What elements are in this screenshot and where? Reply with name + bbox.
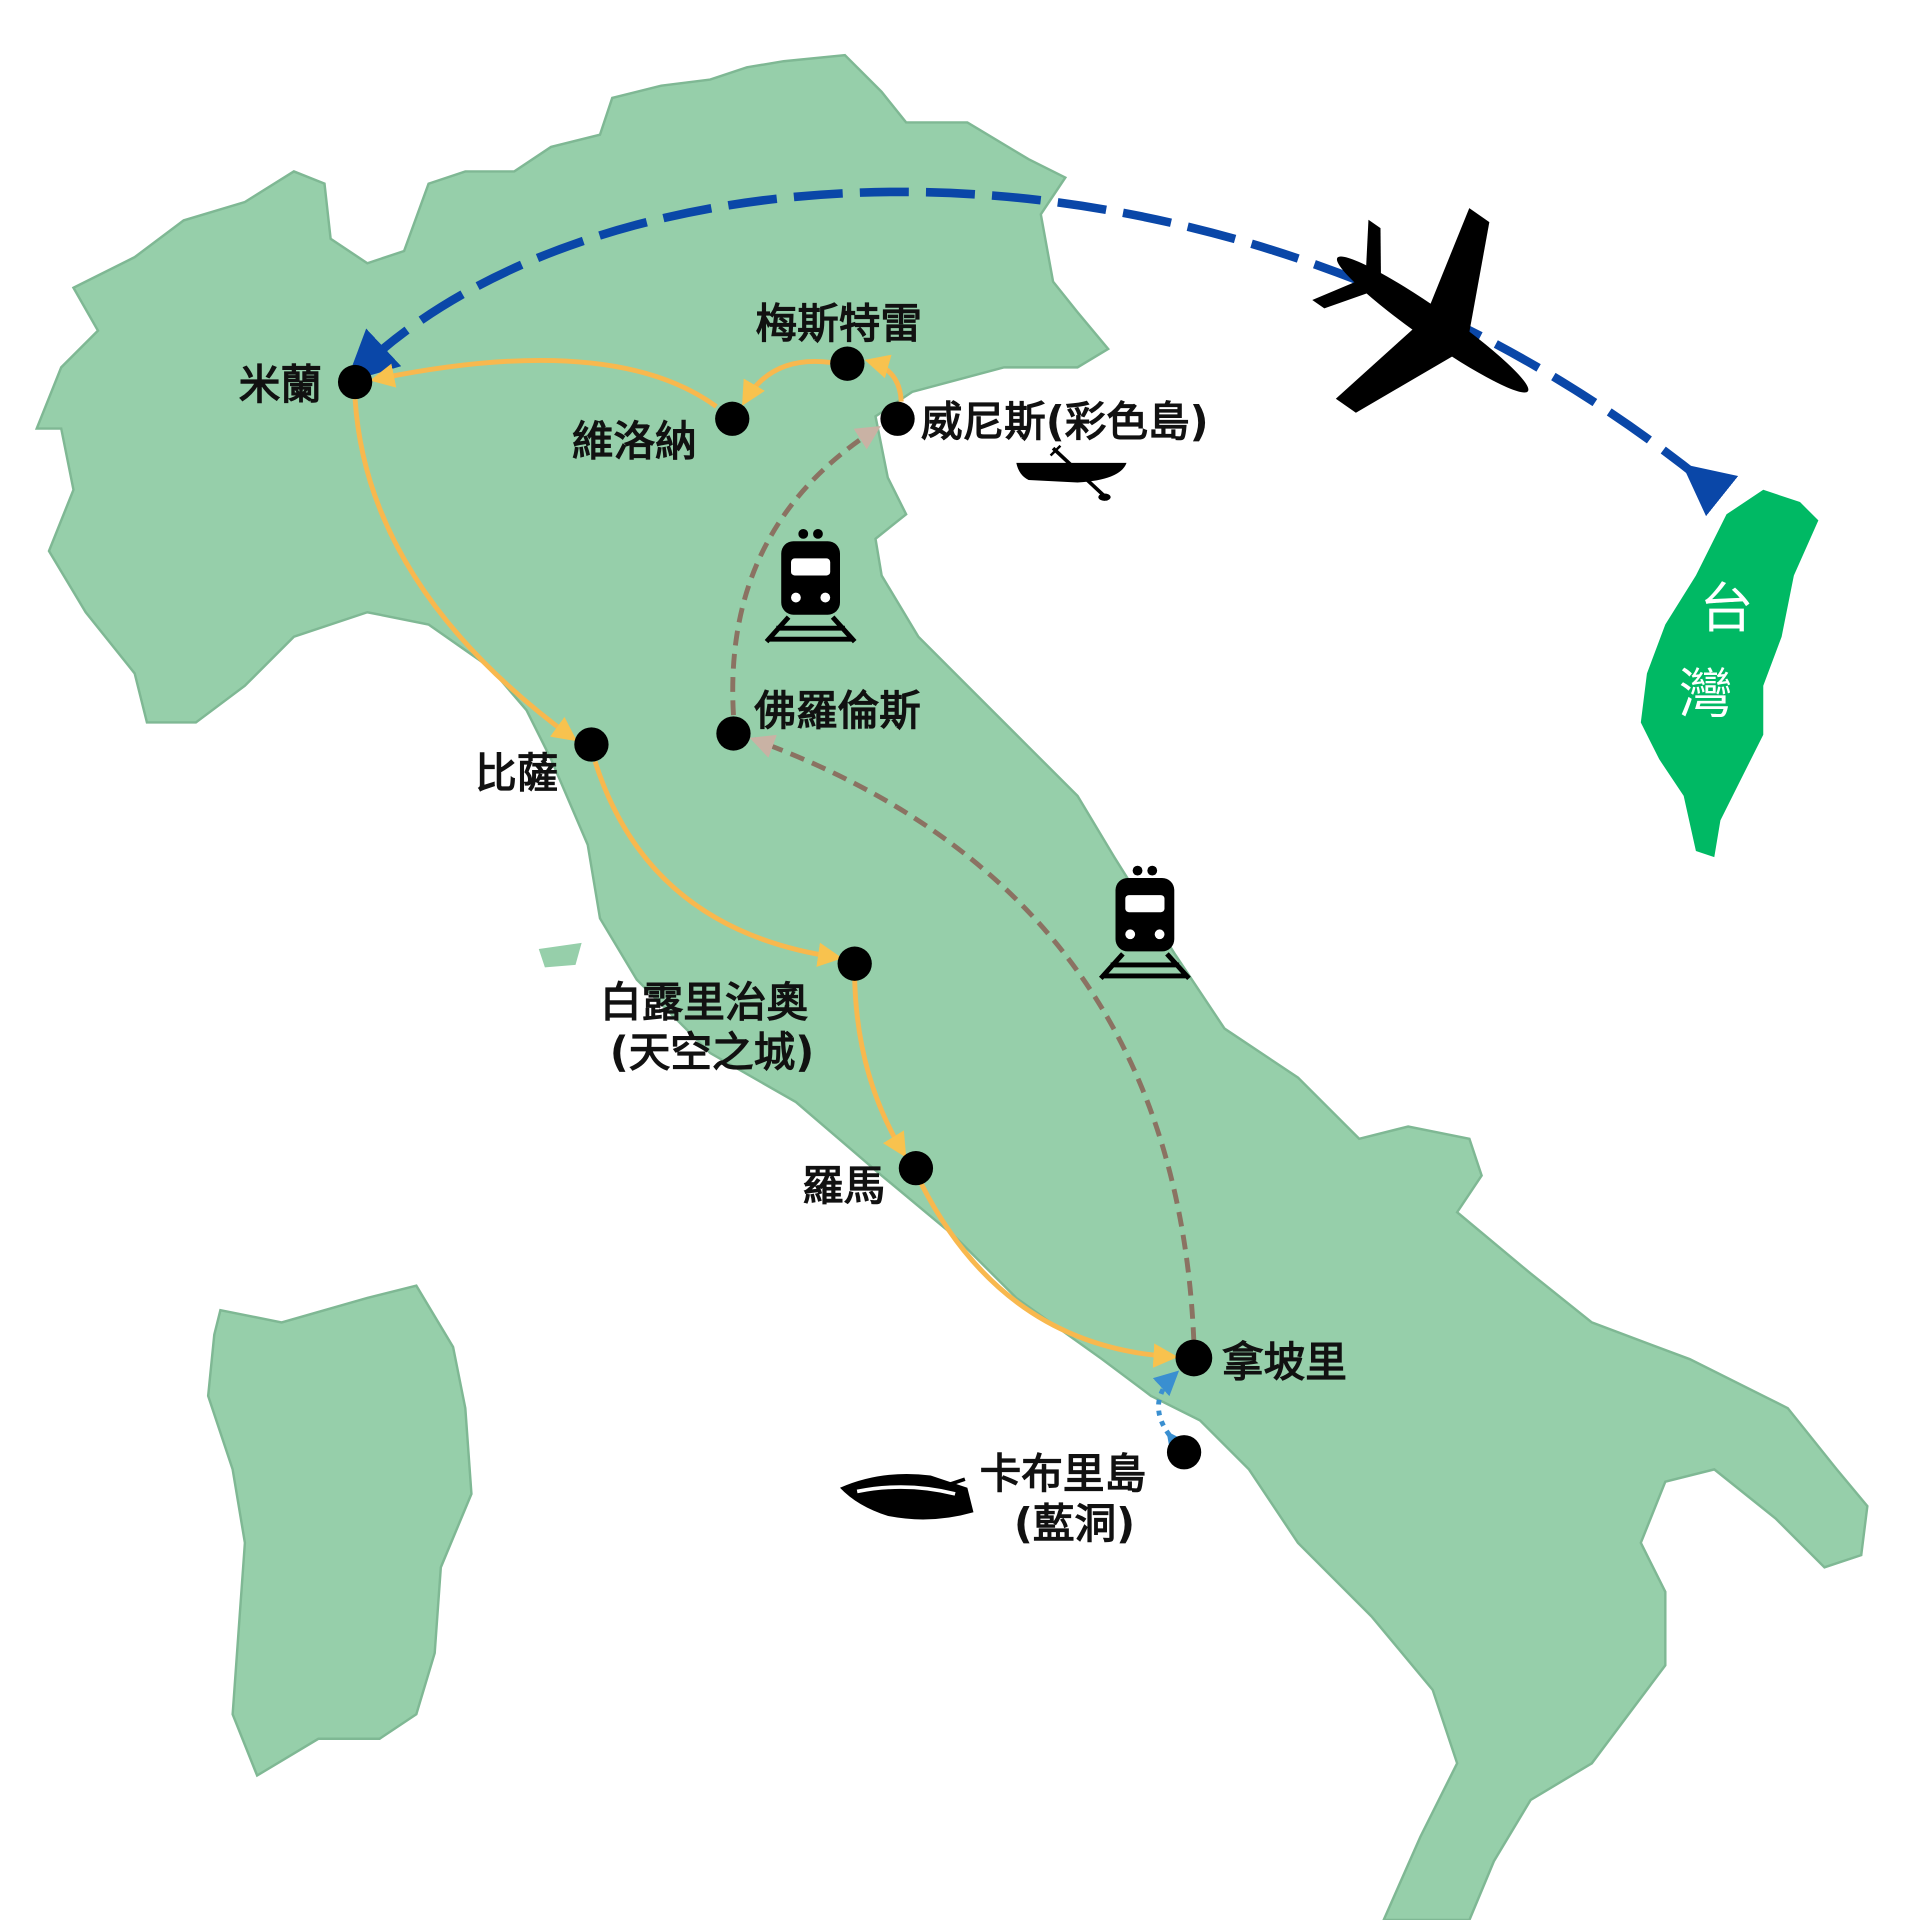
airplane-icon (1312, 208, 1529, 413)
city-dot-venice[interactable] (880, 401, 915, 436)
city-label-capri-sub: (藍洞) (1014, 1499, 1135, 1548)
city-dot-milan[interactable] (337, 364, 373, 400)
train-icon (1098, 865, 1191, 981)
taiwan-label-1: 台 (1700, 577, 1754, 640)
train-route-naples-florence (749, 734, 1197, 1343)
route-milan-pisa (352, 399, 578, 742)
speedboat-icon (840, 1473, 974, 1520)
city-label-pisa: 比薩 (475, 748, 558, 797)
city-dot-naples[interactable] (1175, 1339, 1213, 1377)
city-label-orvieto: 白露里治奧 (600, 977, 809, 1026)
train-icon (764, 528, 857, 644)
gondola-icon (1016, 444, 1127, 501)
train-route-florence-venice (730, 425, 881, 716)
route-verona-milan (369, 357, 718, 409)
city-label-capri: 卡布里島 (980, 1449, 1147, 1498)
sardinia (206, 1284, 473, 1778)
taiwan (1640, 489, 1819, 858)
city-label-florence: 佛羅倫斯 (753, 686, 921, 735)
city-dot-pisa[interactable] (574, 727, 609, 762)
boat-route-naples-capri (1152, 1370, 1191, 1459)
city-label-venice: 威尼斯(彩色島) (921, 397, 1209, 446)
city-label-naples: 拿坡里 (1222, 1337, 1347, 1386)
city-dot-verona[interactable] (715, 401, 750, 436)
elba-island (538, 942, 582, 968)
city-dot-capri[interactable] (1166, 1435, 1202, 1470)
city-dot-florence[interactable] (716, 716, 751, 751)
city-label-mestre: 梅斯特雷 (756, 299, 923, 348)
city-dot-orvieto[interactable] (837, 946, 872, 981)
route-venice-mestre (864, 354, 904, 402)
city-dot-rome[interactable] (898, 1151, 934, 1186)
italy-mainland (34, 53, 1869, 1920)
taiwan-label-2: 灣 (1679, 663, 1733, 726)
city-dot-mestre[interactable] (830, 346, 865, 381)
route-mestre-verona (742, 359, 831, 406)
city-label-verona: 維洛納 (572, 417, 697, 466)
travel-routes (352, 354, 1178, 1368)
route-rome-naples (918, 1181, 1178, 1368)
flight-route (346, 187, 1739, 517)
city-label-orvieto-sub: (天空之城) (610, 1028, 815, 1077)
city-label-rome: 羅馬 (802, 1161, 885, 1210)
route-orvieto-rome (852, 979, 907, 1158)
route-pisa-orvieto (592, 760, 843, 967)
city-label-milan: 米蘭 (239, 360, 322, 409)
